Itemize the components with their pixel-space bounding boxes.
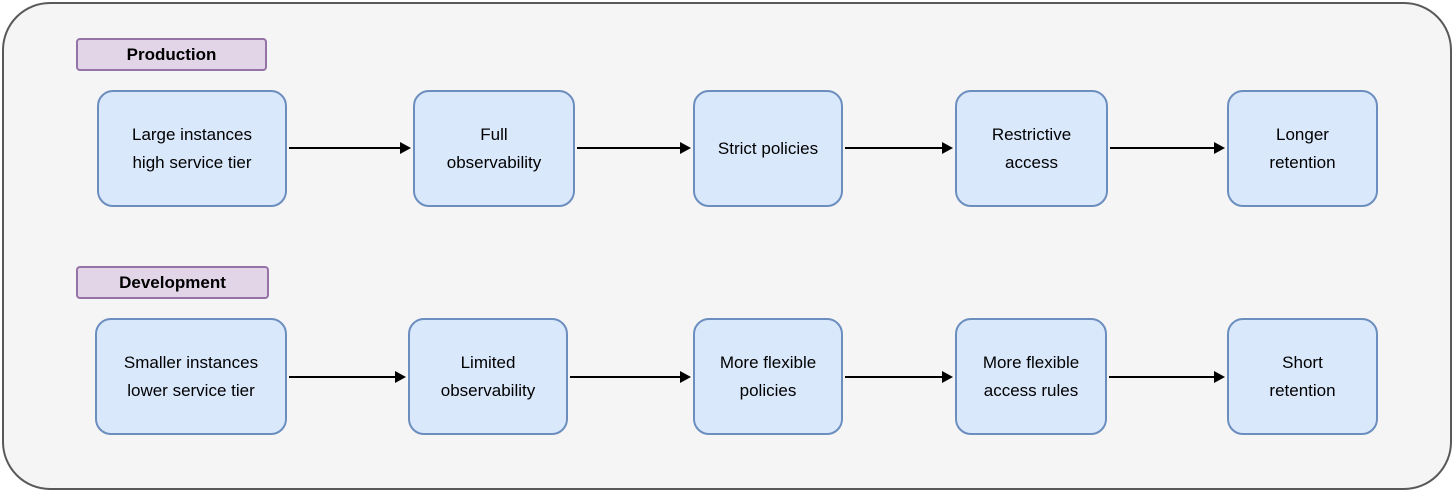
tier-label-text: Production <box>126 44 217 64</box>
flow-node-label: More flexible policies <box>719 352 817 400</box>
arrow-head-icon <box>1214 142 1225 154</box>
flow-node-flexible-policies: More flexible policies <box>693 318 843 435</box>
flow-node-smaller-instances: Smaller instances lower service tier <box>95 318 287 435</box>
flow-node-large-instances: Large instances high service tier <box>97 90 287 207</box>
arrow-line <box>570 376 680 378</box>
flow-node-label: Full observability <box>446 124 542 172</box>
arrow-head-icon <box>400 142 411 154</box>
arrow-connector <box>577 142 691 154</box>
flow-node-short-retention: Short retention <box>1227 318 1378 435</box>
flow-node-label: Longer retention <box>1269 124 1336 172</box>
arrow-line <box>289 376 395 378</box>
arrow-connector <box>289 142 411 154</box>
arrow-head-icon <box>1214 371 1225 383</box>
flow-node-limited-observability: Limited observability <box>408 318 568 435</box>
tier-label-development: Development <box>76 266 269 299</box>
tier-label-production: Production <box>76 38 267 71</box>
arrow-connector <box>570 371 691 383</box>
arrow-connector <box>1109 371 1225 383</box>
arrow-connector <box>1110 142 1225 154</box>
flow-node-label: Smaller instances lower service tier <box>123 352 259 400</box>
arrow-head-icon <box>942 371 953 383</box>
flow-node-label: Restrictive access <box>991 124 1072 172</box>
arrow-head-icon <box>395 371 406 383</box>
flow-node-label: Limited observability <box>440 352 536 400</box>
arrow-line <box>1110 147 1214 149</box>
flow-node-full-observability: Full observability <box>413 90 575 207</box>
flow-node-label: Strict policies <box>717 138 819 158</box>
arrow-line <box>577 147 680 149</box>
flow-node-label: Short retention <box>1269 352 1336 400</box>
flow-node-longer-retention: Longer retention <box>1227 90 1378 207</box>
flow-node-label: Large instances high service tier <box>131 124 253 172</box>
flow-node-strict-policies: Strict policies <box>693 90 843 207</box>
tier-label-text: Development <box>119 272 226 292</box>
arrow-head-icon <box>942 142 953 154</box>
arrow-line <box>1109 376 1214 378</box>
arrow-connector <box>289 371 406 383</box>
flow-node-restrictive-access: Restrictive access <box>955 90 1108 207</box>
flow-node-flexible-access-rules: More flexible access rules <box>955 318 1107 435</box>
arrow-connector <box>845 142 953 154</box>
flow-node-label: More flexible access rules <box>982 352 1080 400</box>
arrow-line <box>289 147 400 149</box>
arrow-connector <box>845 371 953 383</box>
arrow-line <box>845 147 942 149</box>
arrow-head-icon <box>680 371 691 383</box>
arrow-head-icon <box>680 142 691 154</box>
arrow-line <box>845 376 942 378</box>
